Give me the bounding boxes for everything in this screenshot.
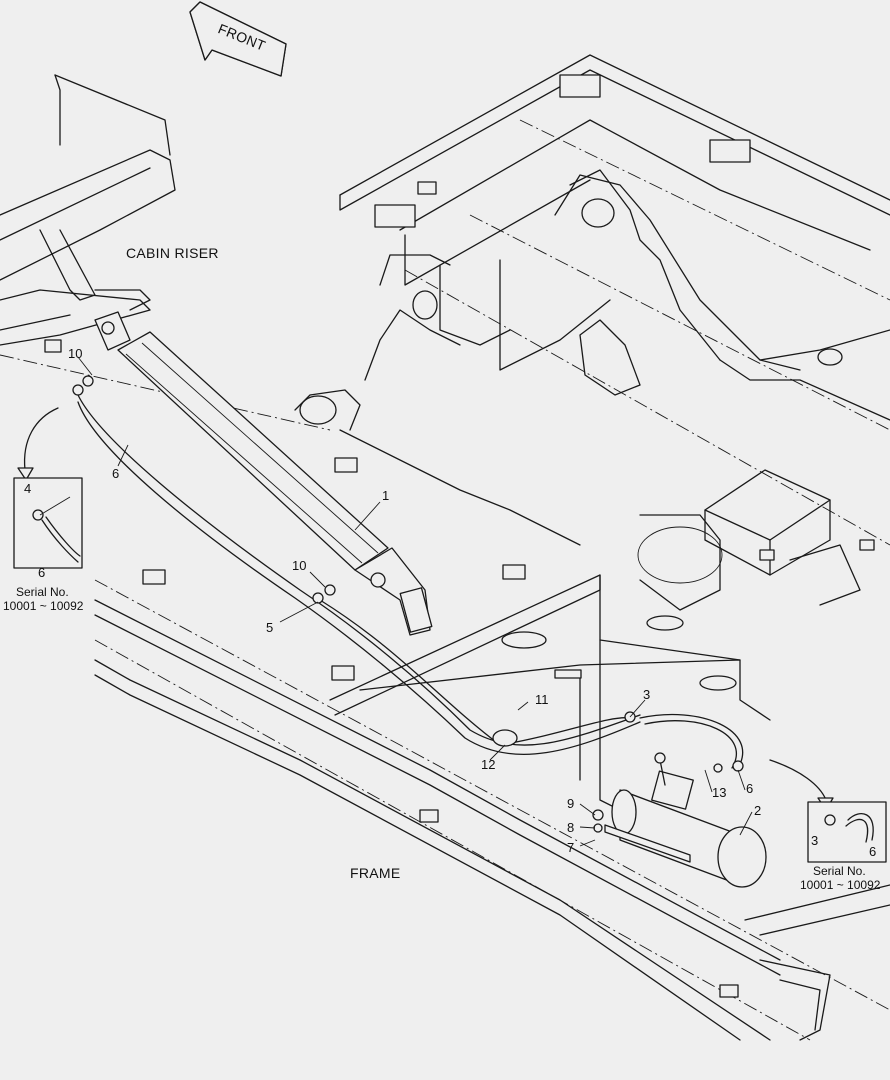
lower-frame-structure bbox=[94, 574, 890, 1041]
callout-7: 7 bbox=[567, 840, 574, 855]
hydraulic-cylinder bbox=[94, 311, 433, 636]
hydraulic-hoses bbox=[72, 375, 744, 772]
upper-frame-structure bbox=[339, 54, 890, 611]
callout-leader-lines bbox=[77, 356, 753, 847]
callout-6b: 6 bbox=[746, 781, 753, 796]
cabin-riser-label: CABIN RISER bbox=[126, 245, 219, 261]
left-inset-part-a: 4 bbox=[24, 481, 31, 496]
left-inset-part-b: 6 bbox=[38, 565, 45, 580]
hand-pump-assembly bbox=[592, 752, 767, 888]
mounting-blocks bbox=[44, 74, 875, 998]
callout-6: 6 bbox=[112, 466, 119, 481]
right-inset-part-b: 6 bbox=[869, 844, 876, 859]
callout-3: 3 bbox=[643, 687, 650, 702]
callout-8: 8 bbox=[567, 820, 574, 835]
callout-12: 12 bbox=[481, 757, 495, 772]
inset-right: 3 6 Serial No. 10001 ~ 10092 bbox=[769, 759, 887, 892]
callout-13: 13 bbox=[712, 785, 726, 800]
front-direction-arrow: FRONT bbox=[189, 1, 287, 77]
boom-pivot-structure bbox=[294, 254, 581, 546]
right-inset-serial-label: Serial No. bbox=[813, 864, 866, 878]
callout-9: 9 bbox=[567, 796, 574, 811]
callout-2: 2 bbox=[754, 803, 761, 818]
callout-10-lower: 10 bbox=[292, 558, 306, 573]
callout-5: 5 bbox=[266, 620, 273, 635]
callout-11: 11 bbox=[535, 692, 549, 707]
right-inset-part-a: 3 bbox=[811, 833, 818, 848]
right-inset-serial-range: 10001 ~ 10092 bbox=[800, 878, 881, 892]
left-inset-serial-label: Serial No. bbox=[16, 585, 69, 599]
left-inset-serial-range: 10001 ~ 10092 bbox=[3, 599, 84, 613]
frame-label: FRAME bbox=[350, 865, 401, 881]
inset-left: 4 6 Serial No. 10001 ~ 10092 bbox=[3, 407, 84, 613]
callout-10-upper: 10 bbox=[68, 346, 82, 361]
callout-1: 1 bbox=[382, 488, 389, 503]
callout-numbers: 1 2 3 5 6 6 7 8 9 10 10 11 12 13 bbox=[68, 346, 761, 855]
